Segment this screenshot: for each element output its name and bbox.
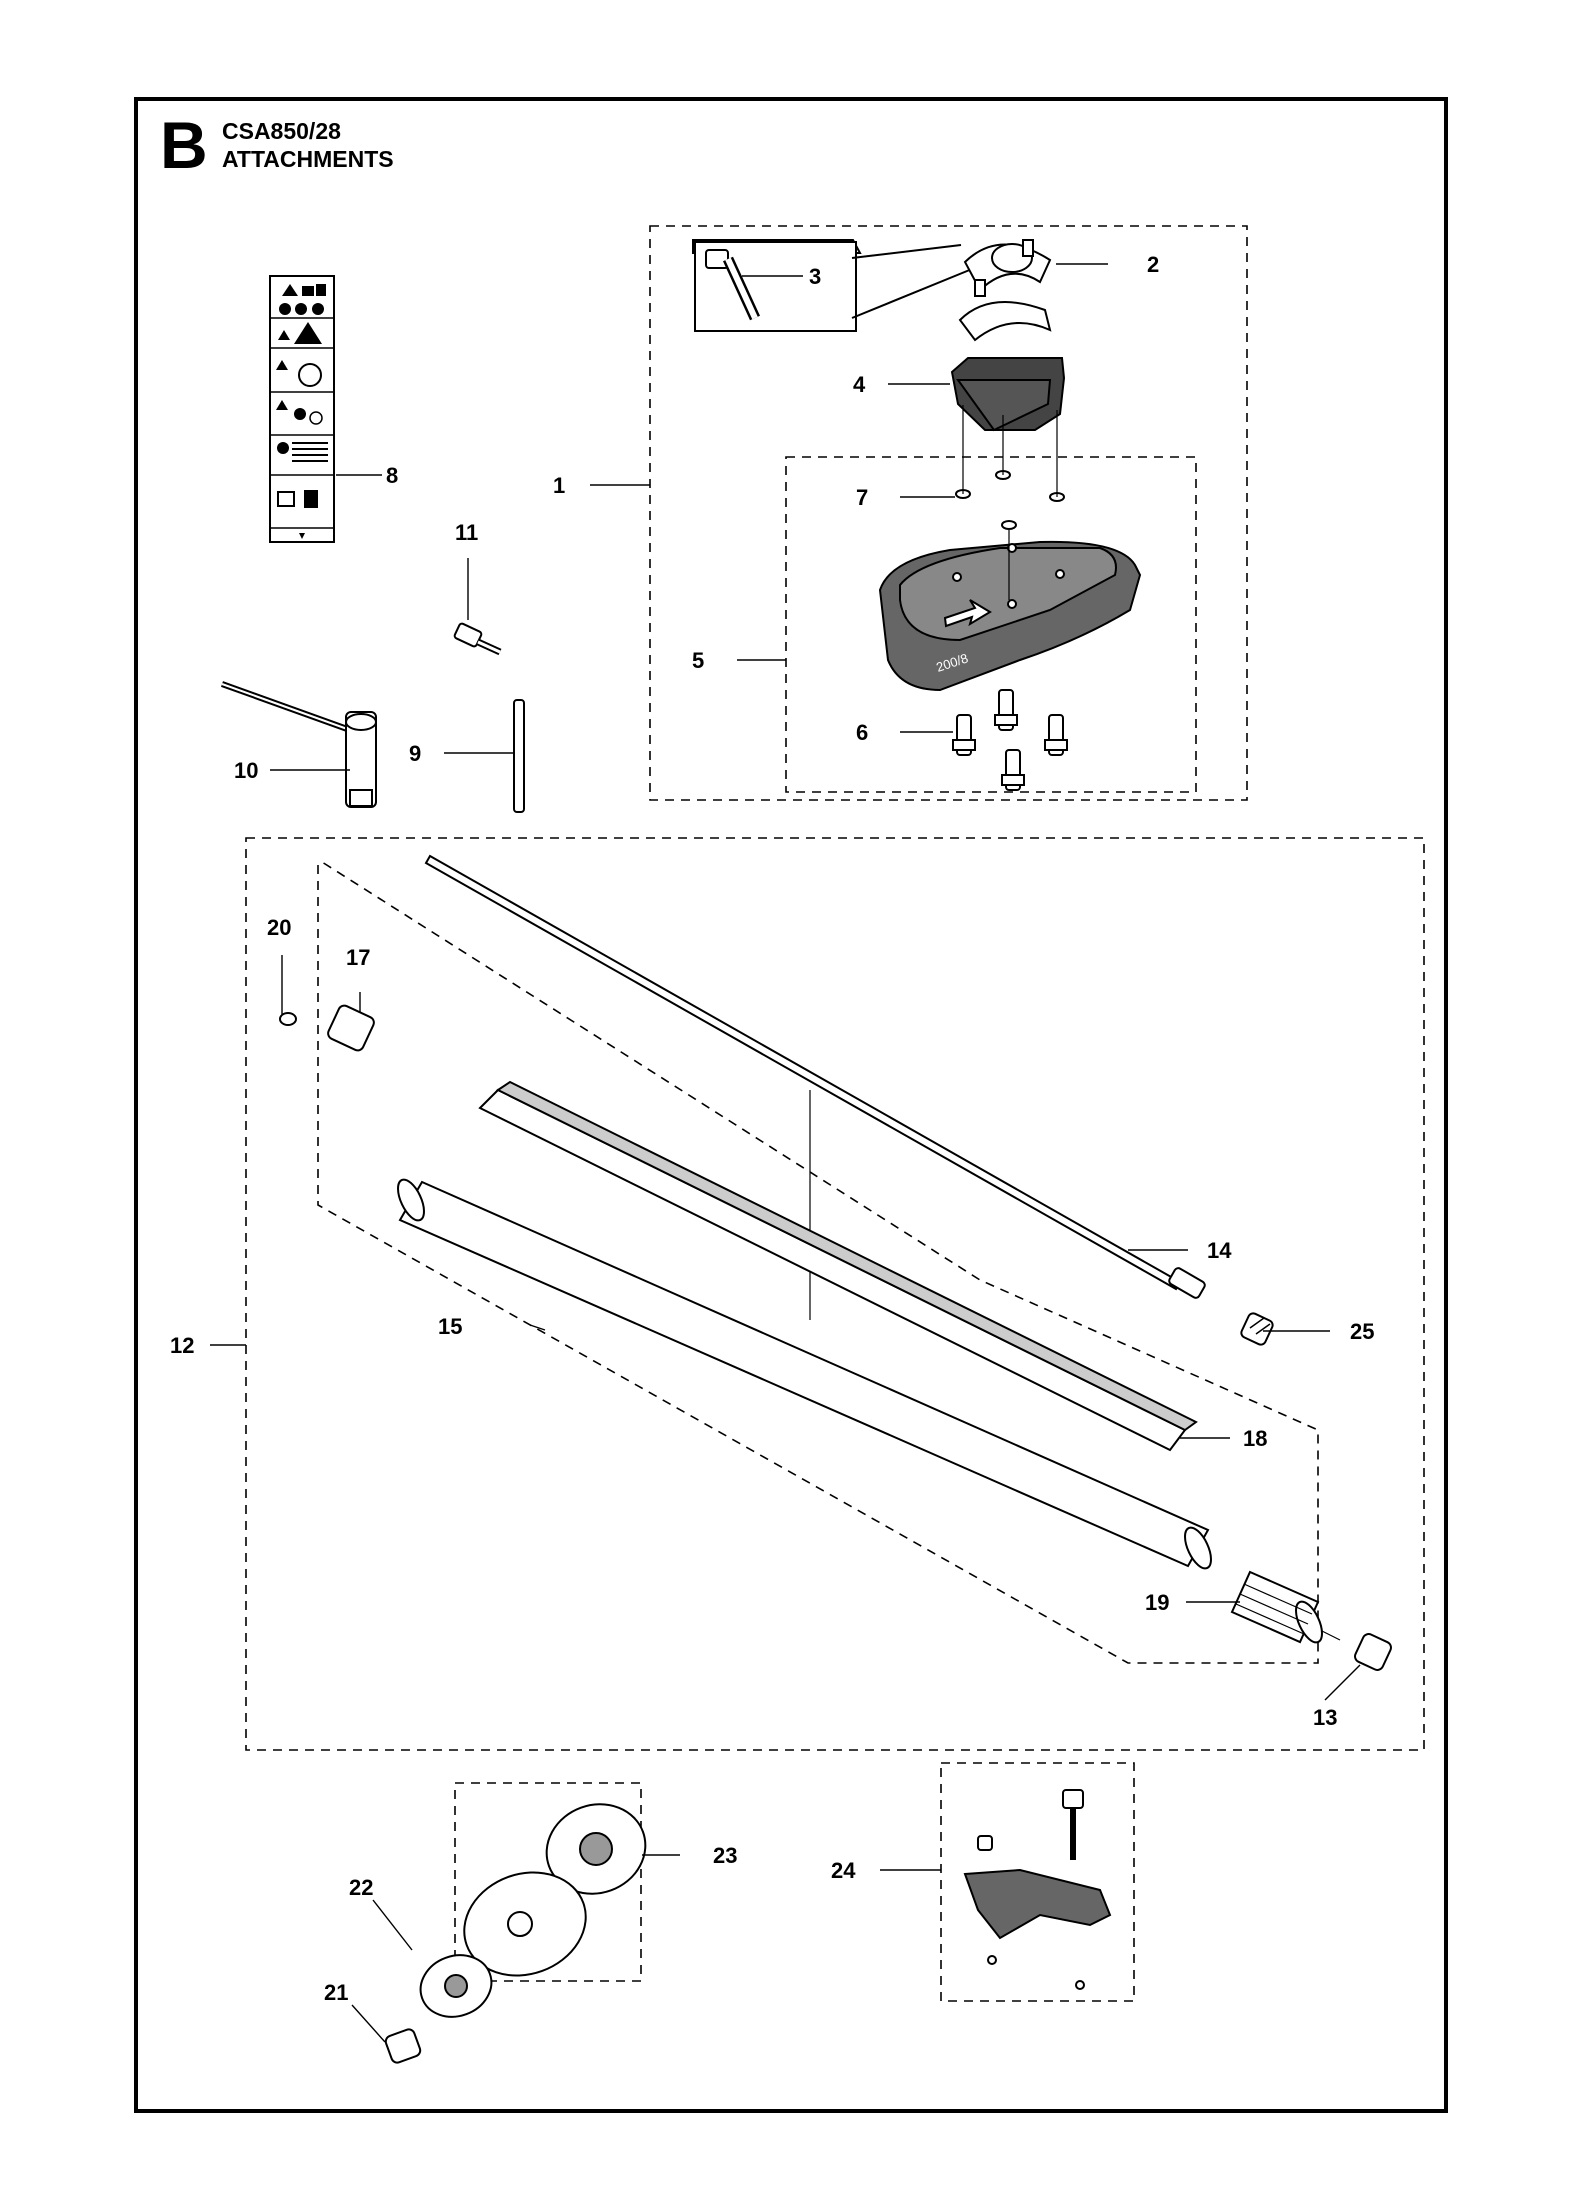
bearing-tube-18 [478,1080,1198,1452]
callout-19: 19 [1145,1590,1169,1615]
group-box-12 [245,837,1425,1751]
decal-8 [269,275,335,543]
support-bracket-24 [963,1789,1112,1990]
callout-3: 3 [809,264,821,289]
callout-7: 7 [856,485,868,510]
callout-11: 11 [455,520,478,545]
clamp-assembly [692,239,1066,432]
callout-14: 14 [1207,1238,1232,1263]
callout-9: 9 [409,741,421,766]
callout-10: 10 [234,758,258,783]
sleeve-19 [1230,1570,1323,1644]
group-box-5 [785,456,1197,793]
callout-21: 21 [324,1980,348,2005]
callout-20: 20 [267,915,291,940]
drive-shaft-14 [424,854,1206,1299]
leader-lines [210,263,1361,2043]
callout-numbers: 1 2 3 4 5 6 7 8 9 10 11 12 13 14 15 17 1… [170,252,1374,2005]
callout-5: 5 [692,648,704,673]
end-cap-13 [1354,1633,1392,1671]
callout-17: 17 [346,945,370,970]
group-box-24 [940,1762,1135,2002]
callout-18: 18 [1243,1426,1267,1451]
callout-2: 2 [1147,252,1159,277]
shaft-tube-15 [397,1178,1212,1570]
callout-25: 25 [1350,1319,1374,1344]
callout-15: 15 [438,1314,462,1339]
callout-23: 23 [713,1843,737,1868]
callout-24: 24 [831,1858,856,1883]
section-letter: B [160,108,208,182]
callout-8: 8 [386,463,398,488]
model-title: CSA850/28 [222,118,341,144]
group-box-1 [649,225,1248,801]
callout-4: 4 [853,372,866,397]
rubber-dampers-17-20 [279,1004,375,1052]
washers-7 [955,470,1065,530]
combination-spanner-10 [220,681,377,808]
blade-hardware-21-23 [384,1803,647,2064]
screw-11 [453,622,502,656]
callout-22: 22 [349,1875,373,1900]
callout-12: 12 [170,1333,194,1358]
wrench-9 [513,699,525,813]
callout-1: 1 [553,473,565,498]
section-title: ATTACHMENTS [222,146,394,172]
callout-6: 6 [856,720,868,745]
guard-5: 200/8 [878,540,1142,692]
group-box-shaft [317,861,1319,1664]
nut-25 [1240,1312,1274,1346]
page-frame [134,97,1448,2113]
callout-13: 13 [1313,1705,1337,1730]
guard-screws-6 [952,689,1068,791]
